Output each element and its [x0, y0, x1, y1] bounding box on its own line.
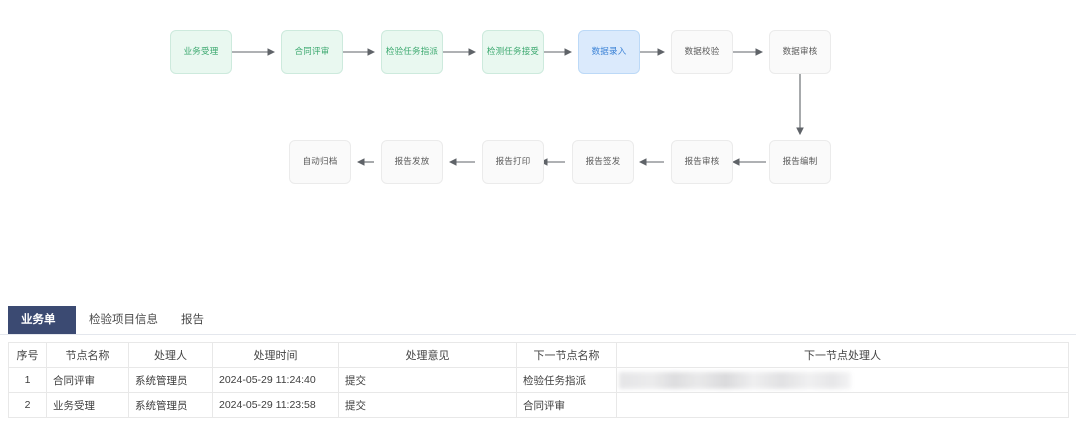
cell-node-name: 合同评审	[46, 367, 129, 393]
cell-next-handler	[616, 392, 1069, 418]
workflow-diagram: 业务受理 合同评审 检验任务指派 检测任务接受 数据录入 数据校验 数据审核 报…	[170, 30, 831, 184]
column-header-index: 序号	[8, 342, 47, 368]
cell-index: 1	[8, 367, 47, 393]
flow-node-test-task-accept[interactable]: 检测任务接受	[482, 30, 544, 74]
flow-node-inspection-task-assign[interactable]: 检验任务指派	[381, 30, 443, 74]
flow-node-report-compile[interactable]: 报告编制	[769, 140, 831, 184]
cell-node-name: 业务受理	[46, 392, 129, 418]
flow-node-label: 报告打印	[495, 156, 531, 167]
redacted-content	[619, 372, 851, 389]
cell-opinion: 提交	[338, 367, 517, 393]
flow-node-label: 合同评审	[294, 46, 330, 57]
table-row[interactable]: 1 合同评审 系统管理员 2024-05-29 11:24:40 提交 检验任务…	[8, 367, 1069, 393]
tab-bar: 业务单 检验项目信息 报告	[0, 306, 1076, 335]
tab-report[interactable]: 报告	[181, 314, 204, 326]
flow-node-label: 自动归档	[302, 156, 338, 167]
flow-node-label: 业务受理	[183, 46, 219, 57]
column-header-node-name: 节点名称	[46, 342, 129, 368]
cell-next-node: 合同评审	[516, 392, 617, 418]
flow-node-label: 数据校验	[684, 46, 720, 57]
table-row[interactable]: 2 业务受理 系统管理员 2024-05-29 11:23:58 提交 合同评审	[8, 392, 1069, 418]
cell-handler: 系统管理员	[128, 392, 213, 418]
cell-handle-time: 2024-05-29 11:24:40	[212, 367, 339, 393]
flow-node-label: 报告发放	[394, 156, 430, 167]
column-header-opinion: 处理意见	[338, 342, 517, 368]
flow-node-label: 数据审核	[782, 46, 818, 57]
cell-handler: 系统管理员	[128, 367, 213, 393]
flow-node-label: 数据录入	[591, 46, 627, 57]
tab-inspection-item-info[interactable]: 检验项目信息	[89, 314, 158, 326]
column-header-handler: 处理人	[128, 342, 213, 368]
flow-node-label: 报告签发	[585, 156, 621, 167]
tab-business-order[interactable]: 业务单	[8, 306, 76, 334]
flow-node-label: 报告审核	[684, 156, 720, 167]
column-header-next-handler: 下一节点处理人	[616, 342, 1069, 368]
cell-opinion: 提交	[338, 392, 517, 418]
flow-node-label: 检测任务接受	[486, 46, 540, 57]
flow-node-report-print[interactable]: 报告打印	[482, 140, 544, 184]
table-header-row: 序号 节点名称 处理人 处理时间 处理意见 下一节点名称 下一节点处理人	[8, 342, 1069, 368]
flow-node-auto-archive[interactable]: 自动归档	[289, 140, 351, 184]
cell-next-node: 检验任务指派	[516, 367, 617, 393]
flow-node-contract-review[interactable]: 合同评审	[281, 30, 343, 74]
workflow-connectors	[232, 48, 804, 166]
column-header-next-node: 下一节点名称	[516, 342, 617, 368]
process-history-table: 序号 节点名称 处理人 处理时间 处理意见 下一节点名称 下一节点处理人 1 合…	[8, 342, 1069, 418]
flow-node-report-audit[interactable]: 报告审核	[671, 140, 733, 184]
cell-index: 2	[8, 392, 47, 418]
flow-node-data-verify[interactable]: 数据校验	[671, 30, 733, 74]
flow-node-data-audit[interactable]: 数据审核	[769, 30, 831, 74]
cell-next-handler	[616, 367, 1069, 393]
cell-handle-time: 2024-05-29 11:23:58	[212, 392, 339, 418]
flow-node-label: 检验任务指派	[385, 46, 439, 57]
column-header-handle-time: 处理时间	[212, 342, 339, 368]
flow-node-data-entry[interactable]: 数据录入	[578, 30, 640, 74]
flow-node-report-issue[interactable]: 报告签发	[572, 140, 634, 184]
flow-node-report-distribute[interactable]: 报告发放	[381, 140, 443, 184]
flow-node-business-acceptance[interactable]: 业务受理	[170, 30, 232, 74]
flow-node-label: 报告编制	[782, 156, 818, 167]
